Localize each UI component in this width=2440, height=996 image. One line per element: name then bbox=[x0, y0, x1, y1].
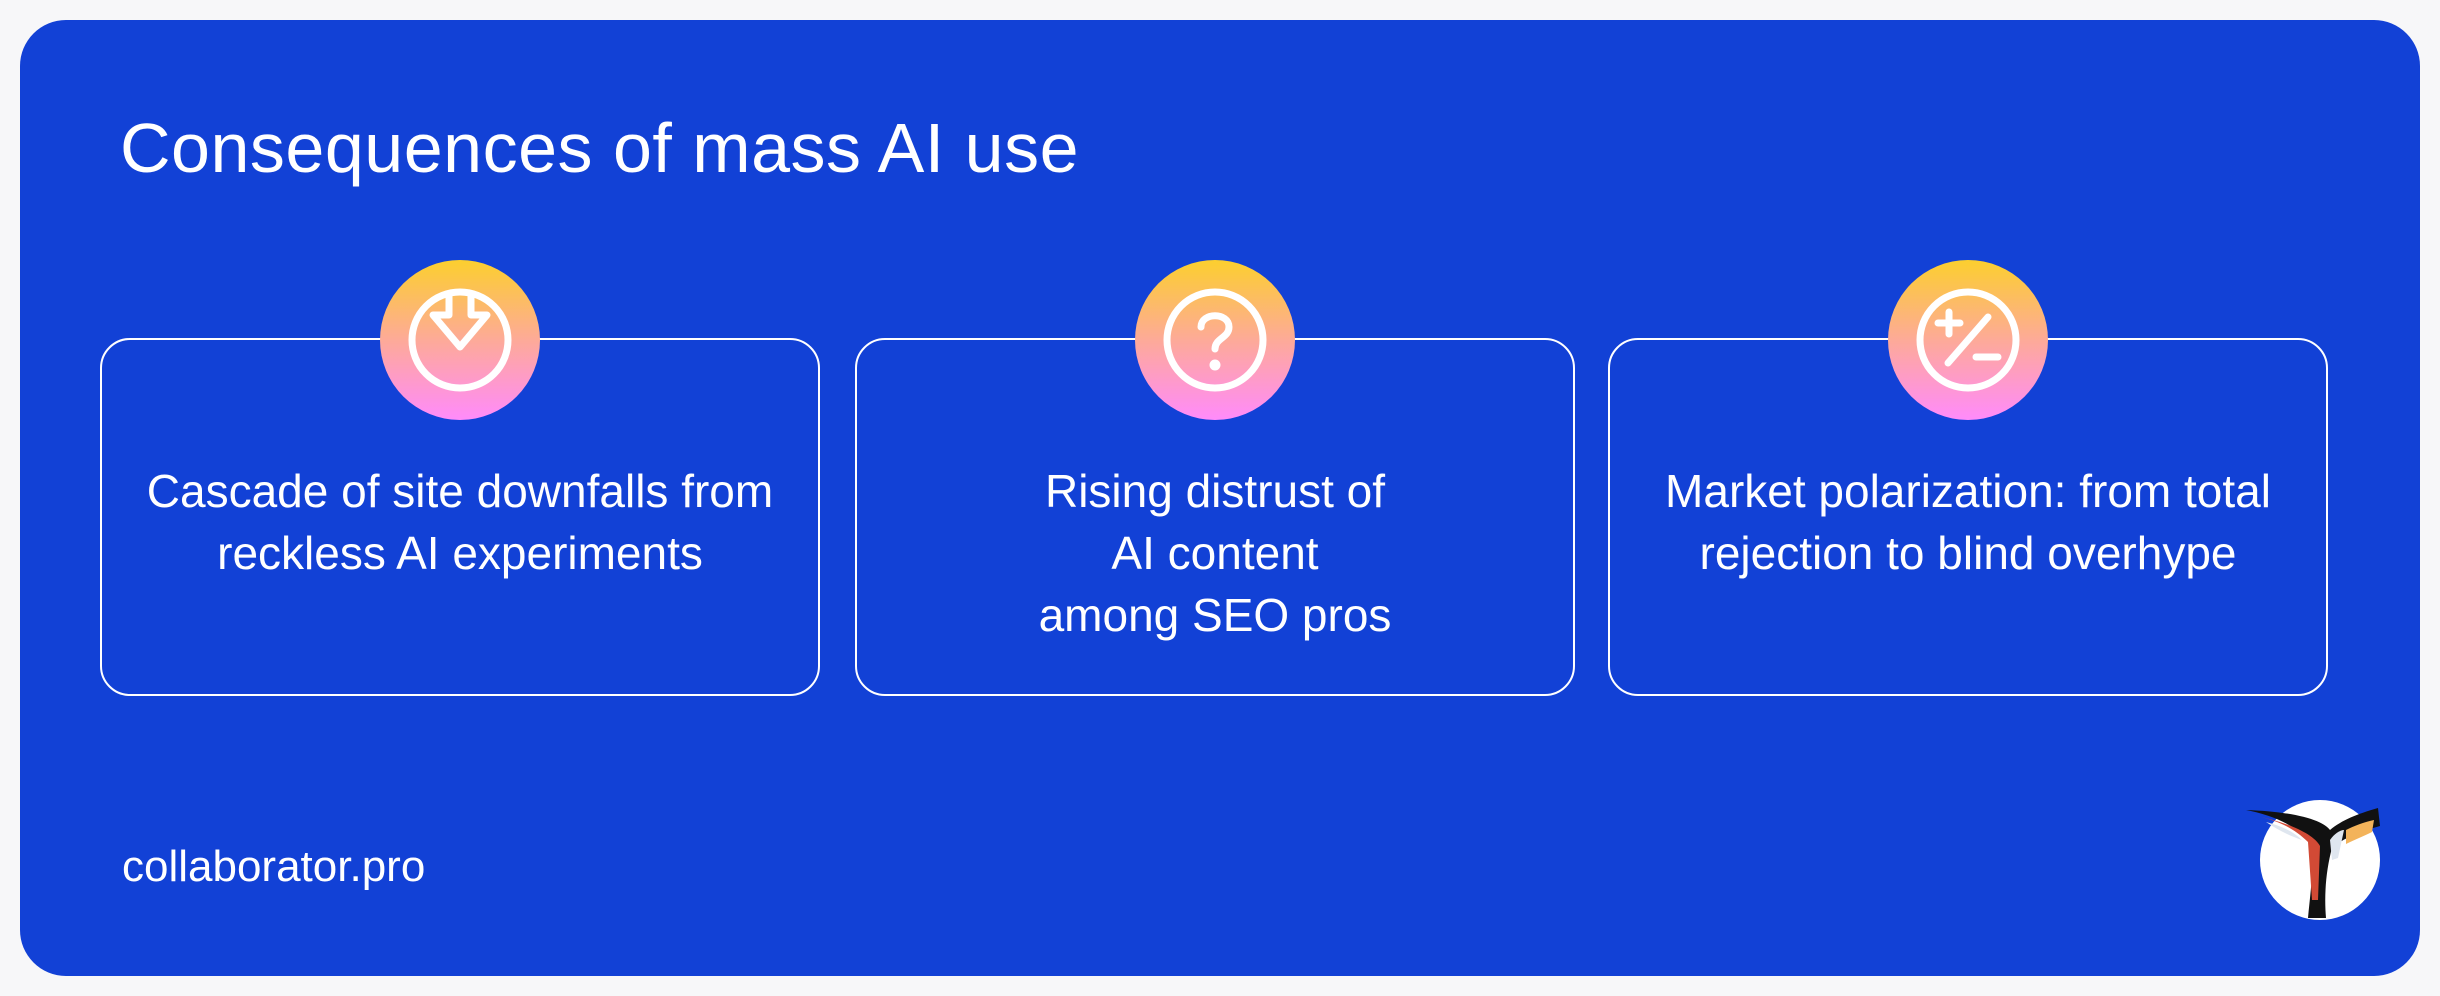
consequence-card-2: Rising distrust of AI content among SEO … bbox=[855, 260, 1575, 696]
icon-badge bbox=[1888, 260, 2048, 420]
card-text: Rising distrust of AI content among SEO … bbox=[1038, 465, 1392, 641]
consequence-card-1: Cascade of site downfalls from reckless … bbox=[100, 260, 820, 696]
page-title: Consequences of mass AI use bbox=[120, 109, 1080, 187]
question-circle-icon bbox=[1163, 288, 1267, 392]
whale-tail-logo bbox=[2246, 800, 2380, 920]
icon-badge bbox=[380, 260, 540, 420]
plus-minus-circle-icon bbox=[1916, 288, 2020, 392]
arrow-down-circle-icon bbox=[408, 288, 512, 392]
icon-badge bbox=[1135, 260, 1295, 420]
infographic-panel: Consequences of mass AI use Cascade of s… bbox=[20, 20, 2420, 976]
card-text: Cascade of site downfalls from reckless … bbox=[146, 465, 774, 579]
consequence-card-3: Market polarization: from total rejectio… bbox=[1608, 260, 2328, 696]
card-text: Market polarization: from total rejectio… bbox=[1665, 465, 2271, 579]
site-url: collaborator.pro bbox=[122, 842, 426, 891]
